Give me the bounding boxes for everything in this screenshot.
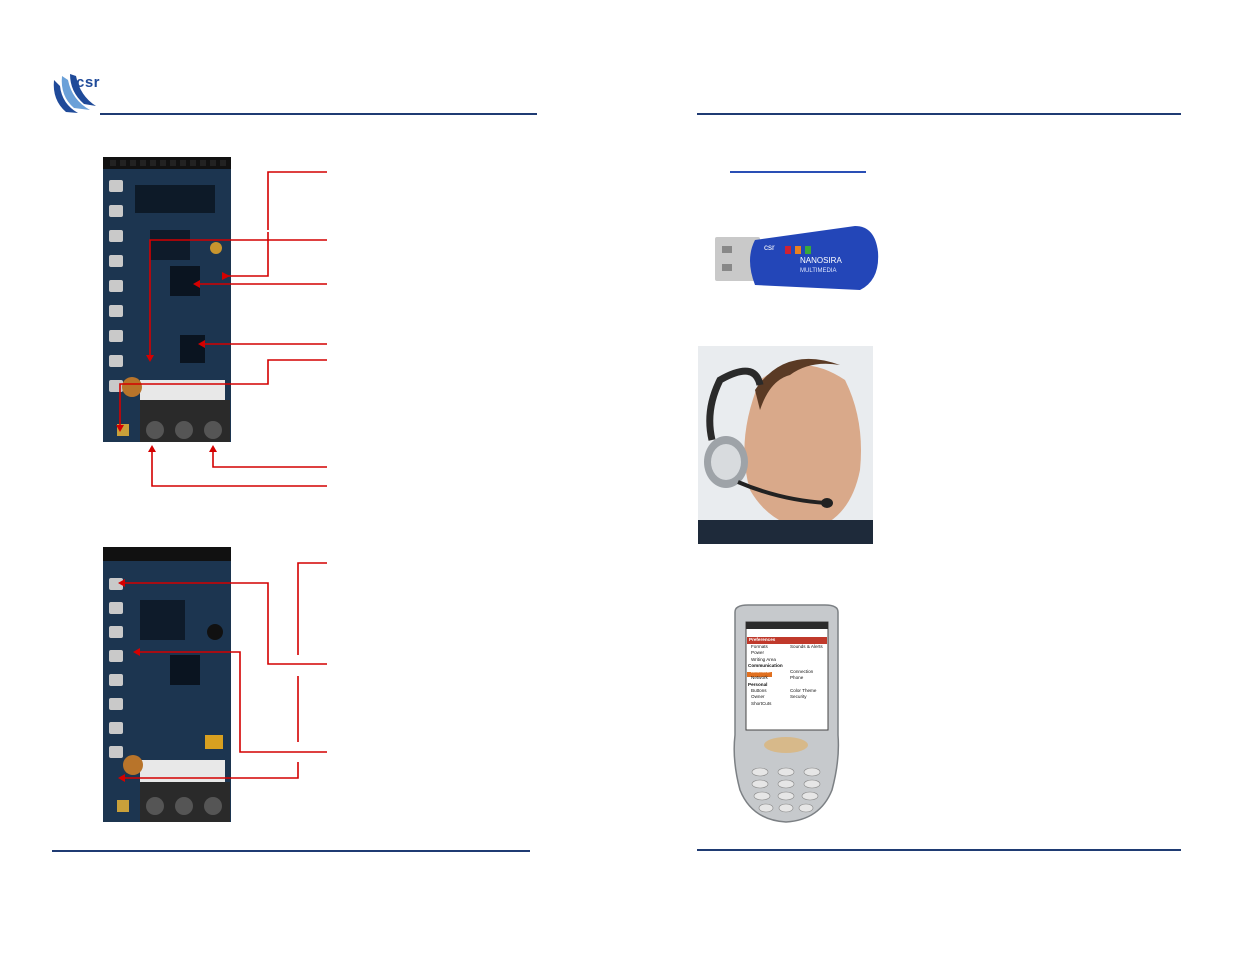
pda-section-communication: Communication <box>748 662 783 668</box>
board-top-image <box>103 157 231 442</box>
pda-phone-image <box>733 604 840 823</box>
callout-line-11 <box>125 762 299 779</box>
pda-item: Security <box>789 694 807 700</box>
footer-rule-right <box>697 849 1181 851</box>
headset-photo <box>698 346 873 544</box>
callout-line-9 <box>125 582 327 665</box>
header-rule-right <box>697 113 1181 115</box>
pda-item: Color Theme <box>789 688 817 694</box>
callout-line-7 <box>151 452 327 487</box>
pda-item: Sounds & Alerts <box>789 644 823 649</box>
pda-item: Buttons <box>751 688 767 694</box>
callout-line-10 <box>140 651 327 753</box>
callout-line-6 <box>212 452 327 468</box>
logo-text: csr <box>76 74 101 91</box>
dongle-name-text: NANOSIRA <box>800 256 842 265</box>
board-bottom-image <box>103 547 231 822</box>
board-top-callout-lines <box>119 171 327 487</box>
pda-item: Network <box>751 675 768 681</box>
hyperlink-underline[interactable] <box>730 171 866 173</box>
dongle-sub-text: MULTIMEDIA <box>800 268 837 274</box>
footer-rule-left <box>52 850 530 852</box>
pda-section-personal: Personal <box>748 681 768 687</box>
callout-line-2 <box>149 239 327 355</box>
pda-item: Writing Area <box>751 656 776 662</box>
pda-item: Bluetooth <box>751 669 771 675</box>
pda-screen-title: Preferences <box>749 637 776 642</box>
header-rule-left <box>100 113 537 115</box>
pda-item: Formats <box>751 644 768 649</box>
pda-item: Owner <box>751 694 765 700</box>
callout-line-1 <box>267 171 327 230</box>
callout-line-8 <box>297 562 327 655</box>
usb-dongle-image <box>715 226 879 290</box>
pda-item: Connection <box>789 669 814 675</box>
callout-line-5 <box>119 359 327 425</box>
dongle-brand-text: csr <box>764 243 775 252</box>
pda-item: ShortCuts <box>751 700 772 706</box>
pda-item: Power <box>751 650 765 656</box>
pda-item: Phone <box>789 675 804 681</box>
pda-screen: Preferences Formats Power Writing Area S… <box>747 637 827 729</box>
board-bottom-callout-lines <box>125 562 327 779</box>
